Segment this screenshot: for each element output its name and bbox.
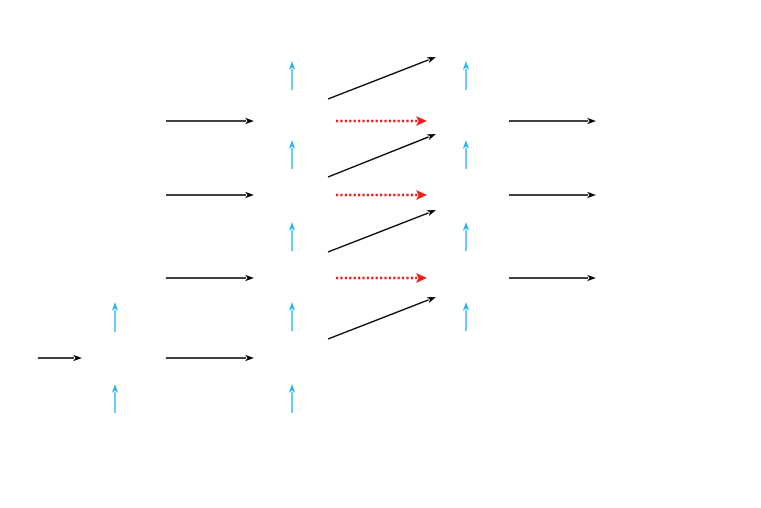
blue-vertical-arrow <box>288 384 296 413</box>
blue-vertical-arrow-head <box>111 302 119 311</box>
blue-vertical-arrow-head <box>288 384 296 393</box>
black-horizontal-arrow-head <box>245 191 254 199</box>
blue-vertical-arrow <box>462 302 470 331</box>
black-diagonal-arrow-head <box>426 297 436 304</box>
black-diagonal-arrow <box>327 57 436 100</box>
blue-vertical-arrow-head <box>288 61 296 70</box>
blue-vertical-arrow-head <box>462 302 470 311</box>
black-diagonal-arrow <box>327 210 436 253</box>
black-horizontal-arrow-head <box>587 274 596 282</box>
black-horizontal-arrow <box>509 191 596 199</box>
black-diagonal-arrow <box>327 134 436 178</box>
black-horizontal-arrow <box>166 117 254 125</box>
black-diagonal-arrow-head <box>426 134 436 141</box>
black-diagonal-arrow <box>327 297 436 340</box>
black-diagonal-arrow-group <box>327 57 436 340</box>
blue-vertical-arrow-head <box>462 222 470 231</box>
black-horizontal-arrow-head <box>245 354 254 362</box>
black-horizontal-arrow-head <box>245 274 254 282</box>
blue-vertical-arrow <box>288 61 296 90</box>
black-diagonal-arrow-shaft <box>327 136 429 178</box>
blue-vertical-arrow <box>111 302 119 332</box>
blue-vertical-arrow <box>288 140 296 169</box>
blue-vertical-arrow <box>111 384 119 413</box>
black-horizontal-arrow <box>166 354 254 362</box>
red-dotted-arrow <box>336 190 427 200</box>
red-dotted-arrow <box>336 273 427 283</box>
black-diagonal-arrow-head <box>426 57 436 64</box>
blue-vertical-arrow <box>288 222 296 251</box>
black-horizontal-arrow-head <box>73 354 82 362</box>
black-horizontal-arrow <box>509 117 596 125</box>
black-horizontal-arrow <box>509 274 596 282</box>
blue-vertical-arrow-head <box>462 140 470 149</box>
black-horizontal-arrow <box>166 191 254 199</box>
blue-vertical-arrow-head <box>111 384 119 393</box>
blue-vertical-arrow <box>462 140 470 169</box>
black-horizontal-arrow-head <box>587 117 596 125</box>
blue-vertical-arrow-head <box>288 222 296 231</box>
blue-vertical-arrow <box>462 61 470 90</box>
black-diagonal-arrow-shaft <box>327 212 429 253</box>
blue-vertical-arrow-head <box>288 140 296 149</box>
red-dotted-arrow-head <box>416 273 427 283</box>
red-dotted-arrow-head <box>416 116 427 126</box>
black-horizontal-arrow-head <box>245 117 254 125</box>
black-horizontal-arrow-group <box>38 117 596 362</box>
black-diagonal-arrow-shaft <box>327 59 429 100</box>
blue-vertical-arrow-group <box>111 61 470 413</box>
blue-vertical-arrow <box>462 222 470 251</box>
black-horizontal-arrow <box>38 354 82 362</box>
blue-vertical-arrow-head <box>288 302 296 311</box>
black-diagonal-arrow-shaft <box>327 299 429 340</box>
red-dotted-arrow <box>336 116 427 126</box>
blue-vertical-arrow-head <box>462 61 470 70</box>
black-diagonal-arrow-head <box>426 210 436 217</box>
red-dotted-arrow-head <box>416 190 427 200</box>
red-dotted-arrow-group <box>336 116 427 283</box>
black-horizontal-arrow-head <box>587 191 596 199</box>
blue-vertical-arrow <box>288 302 296 331</box>
black-horizontal-arrow <box>166 274 254 282</box>
